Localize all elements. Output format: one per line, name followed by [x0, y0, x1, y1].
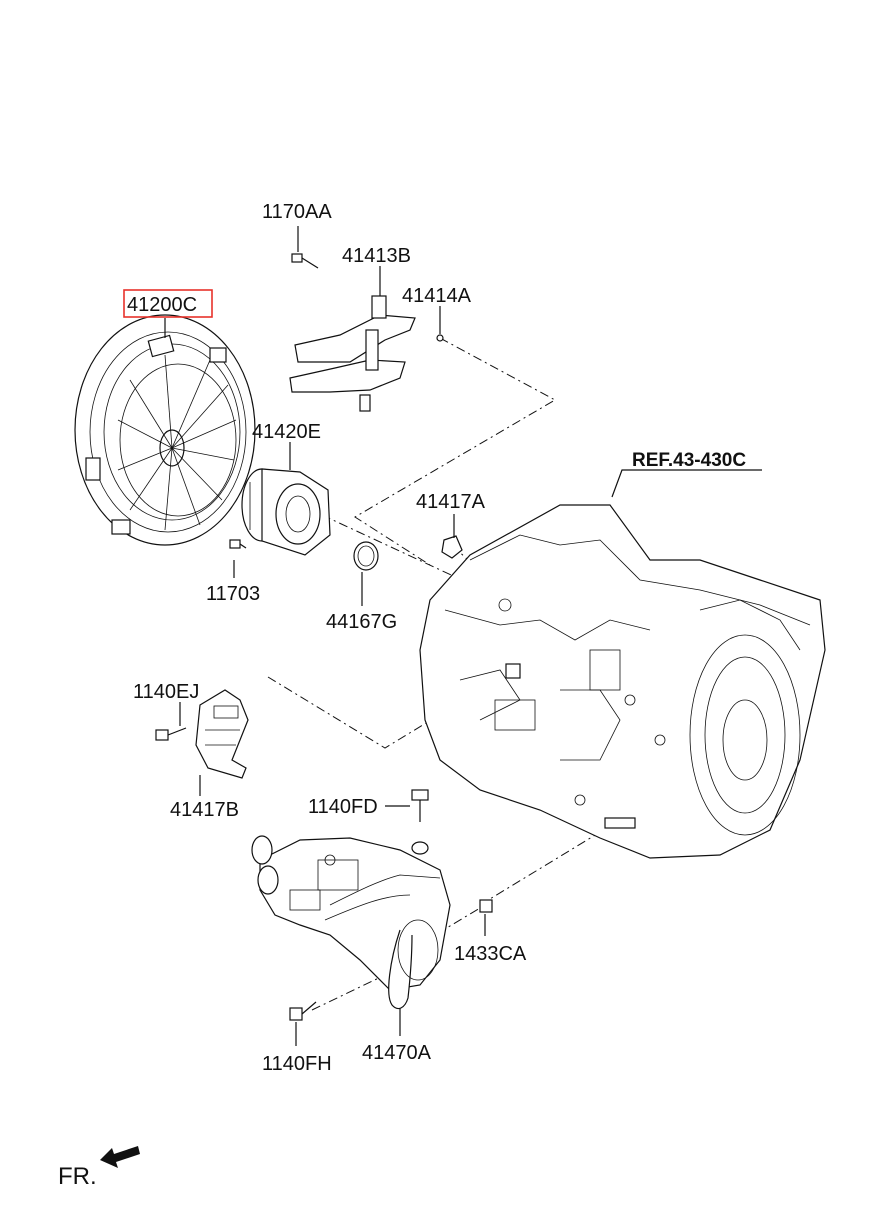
release-bearing-41420e[interactable] — [241, 468, 331, 556]
leader-lines — [164, 226, 762, 1046]
label-1170aa[interactable]: 1170AA — [262, 201, 332, 223]
bracket-41417b[interactable] — [195, 689, 249, 779]
bolt-1140ej[interactable] — [155, 727, 187, 741]
transmission-housing — [419, 504, 826, 859]
label-1433ca[interactable]: 1433CA — [454, 943, 527, 965]
label-41420e[interactable]: 41420E — [252, 421, 321, 443]
label-1140fh[interactable]: 1140FH — [262, 1053, 332, 1075]
highlight-box-41200c — [123, 289, 213, 318]
bolt-1170aa[interactable] — [291, 253, 319, 269]
label-41417b[interactable]: 41417B — [170, 799, 239, 821]
bolt-11703[interactable] — [229, 539, 247, 549]
pin-41414a[interactable] — [436, 334, 444, 342]
bolt-1140fd[interactable] — [411, 789, 429, 855]
part-labels: 1170AA 41413B 41414A 41200C 41420E REF.4… — [123, 201, 746, 1075]
label-ref-43-430c[interactable]: REF.43-430C — [632, 450, 746, 471]
label-41200c[interactable]: 41200C — [127, 294, 197, 316]
clutch-cover-41200c[interactable] — [74, 314, 256, 546]
bolt-1140fh[interactable] — [289, 1001, 317, 1021]
label-44167g[interactable]: 44167G — [326, 611, 397, 633]
o-ring-44167g[interactable] — [353, 541, 379, 571]
label-41470a[interactable]: 41470A — [362, 1042, 432, 1064]
clip-41417a[interactable] — [441, 535, 463, 559]
actuator-41470a[interactable] — [251, 835, 451, 1010]
label-41413b[interactable]: 41413B — [342, 245, 411, 267]
release-fork-41413b[interactable] — [289, 295, 416, 412]
label-1140fd[interactable]: 1140FD — [308, 796, 378, 818]
front-arrow-icon — [100, 1146, 140, 1168]
label-1140ej[interactable]: 1140EJ — [133, 681, 199, 703]
fr-label: FR. — [58, 1163, 97, 1190]
label-11703[interactable]: 11703 — [206, 583, 260, 605]
front-direction-indicator: FR. — [58, 1146, 140, 1190]
label-41417a[interactable]: 41417A — [416, 491, 486, 513]
label-41414a[interactable]: 41414A — [402, 285, 472, 307]
bush-1433ca[interactable] — [479, 899, 493, 913]
